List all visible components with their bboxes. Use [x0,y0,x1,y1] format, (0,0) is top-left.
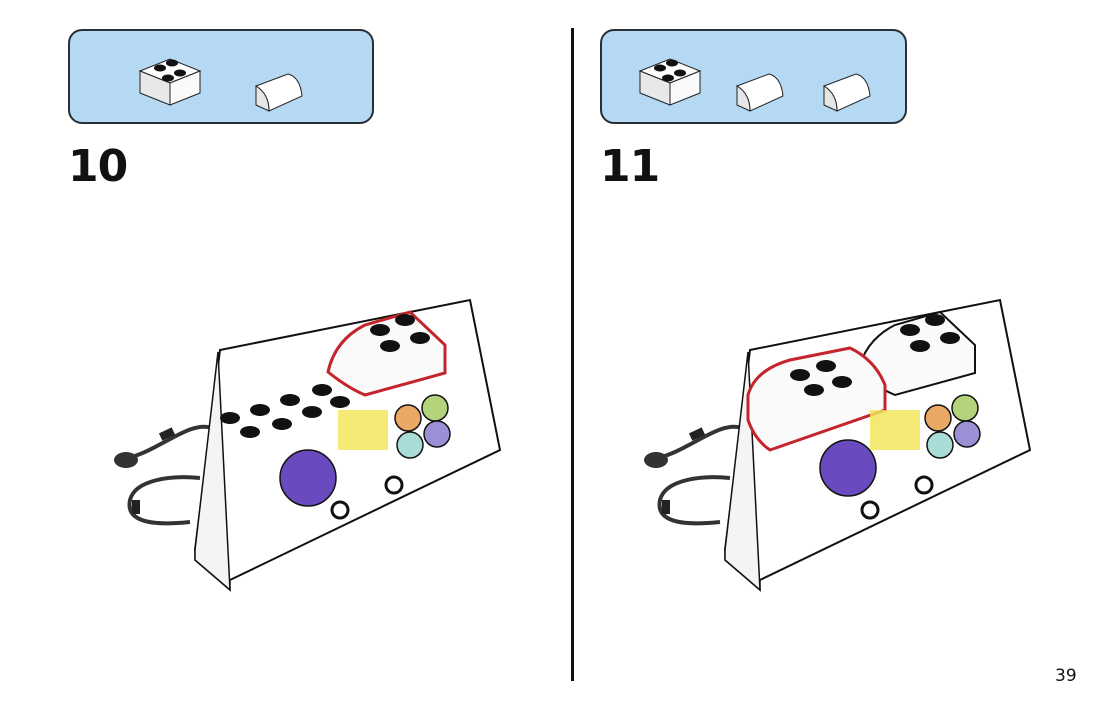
cyan-stud [926,431,954,459]
cable [127,424,213,460]
brick-2x2-icon [638,58,702,106]
orange-stud [924,404,952,432]
yellow-transparent-brick [870,410,920,450]
page-number: 39 [1055,666,1077,686]
parts-callout-step-11 [600,29,907,124]
cable-plug-icon [114,452,138,468]
hole-icon [914,475,934,495]
orange-stud [394,404,422,432]
step-number: 11 [600,141,660,192]
step-10-model-illustration [114,298,502,592]
highlight-outline [746,346,887,452]
lavender-stud [953,420,981,448]
purple-round-plate [279,449,337,507]
parts-callout-step-10 [68,29,374,124]
step-11-model-illustration [644,298,1032,592]
step-number: 10 [68,141,128,192]
hole-icon [330,500,350,520]
brick-2x2-icon [138,58,202,106]
yellow-transparent-brick [338,410,388,450]
curved-slope-icon [254,73,303,112]
hole-icon [384,475,404,495]
page-divider [571,28,574,681]
green-stud [421,394,449,422]
parts-illustration [638,58,871,112]
curved-slope-icon [735,73,784,112]
green-stud [951,394,979,422]
cyan-stud [396,431,424,459]
curved-slope-icon [822,73,871,112]
cable [657,424,743,460]
purple-round-plate [819,439,877,497]
lavender-stud [423,420,451,448]
hole-icon [860,500,880,520]
cable-plug-icon [644,452,668,468]
parts-illustration [138,58,303,112]
